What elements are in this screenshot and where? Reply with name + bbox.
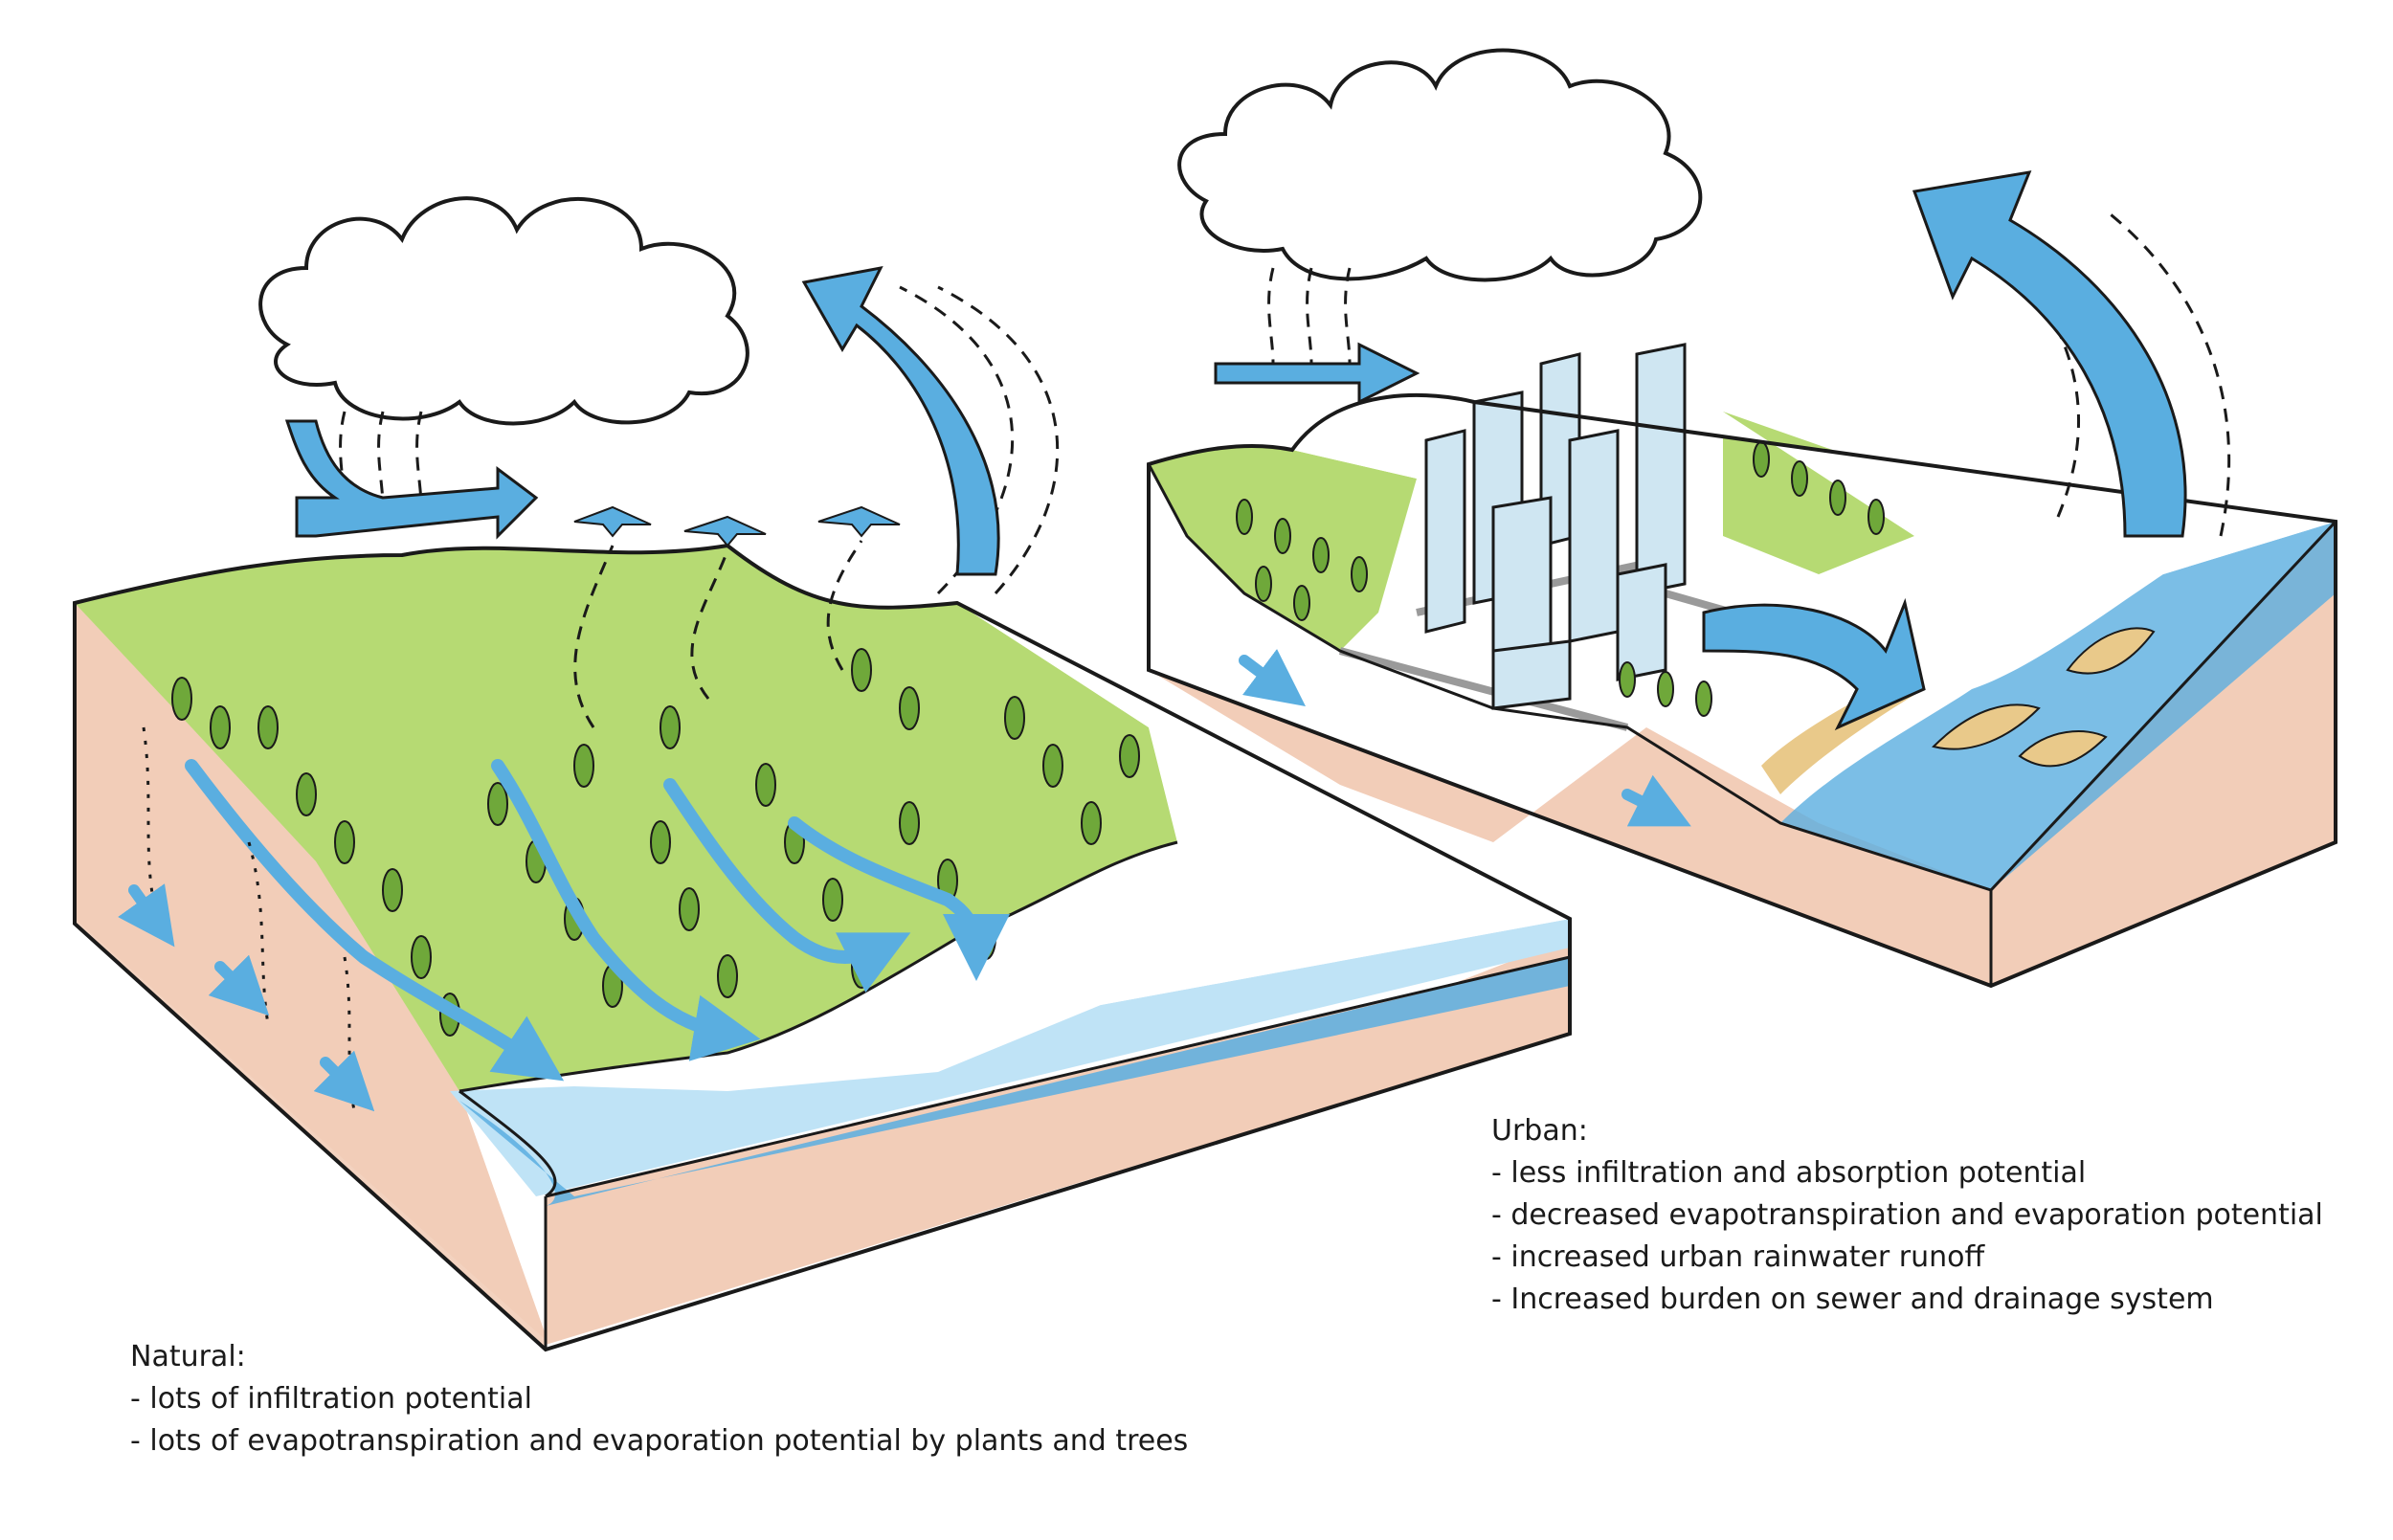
natural-precipitation-dashes [339,411,423,508]
natural-evapotranspiration-arrows [573,505,901,547]
urban-water-body [1780,522,2336,890]
natural-evaporation-arrow [801,265,1000,576]
urban-point: - decreased evapotranspiration and evapo… [1491,1198,2323,1232]
natural-caption: Natural: - lots of infiltration potentia… [130,1336,1188,1462]
natural-water-surface [450,919,1570,1196]
natural-landscape-block [73,196,1572,1352]
urban-cloud [1177,48,1703,282]
natural-runoff-streams [185,759,1010,1082]
natural-soil-left [75,603,546,1350]
natural-point: - lots of infiltration potential [130,1382,532,1416]
urban-point: - Increased burden on sewer and drainage… [1491,1283,2214,1316]
natural-cloud [258,196,749,426]
urban-buildings [1424,343,1687,710]
urban-caption: Urban: - less infiltration and absorptio… [1491,1110,2323,1321]
urban-soil-face [1149,464,1991,986]
natural-heading: Natural: [130,1340,246,1373]
urban-evaporation-arrow [1912,170,2187,538]
natural-soil-front [546,957,1570,1345]
urban-heading: Urban: [1491,1114,1588,1148]
natural-point: - lots of evapotranspiration and evapora… [130,1424,1189,1458]
urban-vegetation-right [1723,412,1914,574]
urban-precipitation-dashes [1267,267,1352,365]
natural-top-plain [957,603,1570,1005]
urban-infiltration-arrows [1239,649,1691,827]
urban-runoff-arrow [1702,597,1926,731]
natural-infiltration-arrows [118,883,375,1112]
urban-point: - increased urban rainwater runoff [1491,1240,1985,1274]
urban-landscape-block [1147,48,2337,989]
urban-point: - less infiltration and absorption poten… [1491,1156,2087,1190]
natural-precipitation-arrow [284,419,539,540]
urban-trees [1236,441,1885,717]
urban-precipitation-arrow [1214,342,1420,405]
